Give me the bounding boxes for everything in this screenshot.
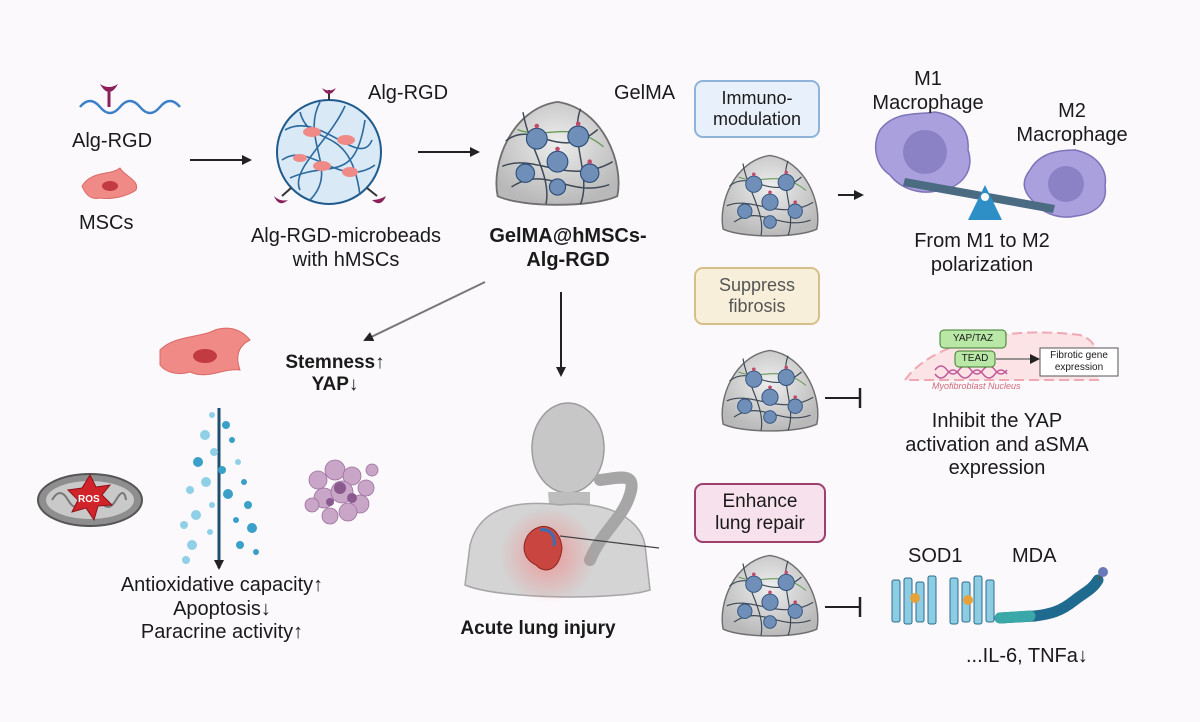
fibrotic-gene-label: Fibrotic gene expression xyxy=(1050,350,1108,373)
secretion-dot xyxy=(218,466,226,474)
immunomodulation-box: Immuno-modulation xyxy=(694,80,820,138)
secretion-dot xyxy=(222,421,230,429)
acute-lung-injury-label: Acute lung injury xyxy=(460,618,616,639)
secretion-dot xyxy=(244,501,252,509)
secretion-dot xyxy=(182,556,190,564)
m1-macrophage-icon xyxy=(874,111,971,193)
nucleus-label: Myofibroblast Nucleus xyxy=(932,381,1021,391)
enhance-box-line-2: lung repair xyxy=(715,513,805,534)
gel-immuno-icon xyxy=(721,154,819,237)
sod1-label: SOD1 xyxy=(908,545,963,567)
microbead-icon xyxy=(274,88,386,205)
effects-list: Antioxidative capacity↑ Apoptosis↓ Parac… xyxy=(121,574,323,645)
gelma-caption: GelMA@hMSCs- Alg-RGD xyxy=(489,225,646,272)
secretion-dot xyxy=(236,541,244,549)
mscs-label: MSCs xyxy=(79,212,134,234)
seesaw-icon xyxy=(903,178,1055,220)
secretion-dots-icon xyxy=(180,412,259,564)
bead-caption-line-2: with hMSCs xyxy=(292,248,400,271)
gel-repair-icon xyxy=(721,554,819,637)
gel-fibrosis-icon xyxy=(721,349,819,432)
secretion-dot xyxy=(180,521,188,529)
secretion-dot xyxy=(191,510,201,520)
secretion-dot xyxy=(210,448,218,456)
secretion-dot xyxy=(200,430,210,440)
sod1-protein-icon xyxy=(891,575,995,625)
secretion-dot xyxy=(201,477,211,487)
yap-text: YAP↓ xyxy=(311,374,359,396)
effect-paracrine: Paracrine activity↑ xyxy=(140,621,304,644)
tead-label: TEAD xyxy=(961,353,989,364)
secretion-dot xyxy=(186,486,194,494)
gelma-label: GelMA xyxy=(614,82,676,104)
patient-figure-icon xyxy=(464,402,651,603)
polarization-line-2: polarization xyxy=(930,253,1034,276)
fibrotic-gene-line-1: Fibrotic gene xyxy=(1050,350,1108,361)
apoptotic-body-icon xyxy=(304,459,379,525)
polarization-text: From M1 to M2 polarization xyxy=(914,230,1050,277)
secretion-dot xyxy=(187,540,197,550)
secretion-dot xyxy=(233,517,239,523)
secretion-dot xyxy=(247,523,257,533)
m1-label-line-2: Macrophage xyxy=(872,91,984,114)
m2-label-line-1: M2 xyxy=(1058,100,1086,122)
inhibit-yap-text: Inhibit the YAP activation and aSMA expr… xyxy=(905,410,1088,481)
immuno-box-line-2: modulation xyxy=(712,109,802,129)
polarization-line-1: From M1 to M2 xyxy=(914,230,1050,252)
secretion-dot xyxy=(253,549,259,555)
suppress-box-line-2: fibrosis xyxy=(728,296,786,316)
stemness-yap-text: Stemness↑ YAP↓ xyxy=(285,352,384,397)
immuno-box-line-1: Immuno- xyxy=(721,88,793,109)
m2-macrophage-label: M2 Macrophage xyxy=(1016,100,1127,147)
inhibit-line-3: expression xyxy=(948,457,1046,480)
fibrotic-gene-line-2: expression xyxy=(1054,361,1104,373)
ros-label: ROS xyxy=(78,494,100,505)
secretion-dot xyxy=(193,457,203,467)
mda-label: MDA xyxy=(1012,545,1057,567)
effect-antioxidative: Antioxidative capacity↑ xyxy=(120,574,324,596)
m2-label-line-2: Macrophage xyxy=(1016,123,1128,146)
gelma-hydrogel-icon xyxy=(495,100,620,206)
cytokines-text: ...IL-6, TNFa↓ xyxy=(966,645,1088,667)
m1-label-line-1: M1 xyxy=(914,68,942,90)
secretion-dot xyxy=(209,412,215,418)
enhance-box-line-1: Enhance xyxy=(722,491,798,513)
gelma-caption-line-2: Alg-RGD xyxy=(526,248,610,271)
effect-apoptosis: Apoptosis↓ xyxy=(173,597,271,620)
m2-macrophage-icon xyxy=(1023,149,1107,218)
myofibroblast-nucleus-icon xyxy=(903,329,1119,381)
polymer-strand-icon xyxy=(79,99,181,115)
secretion-dot xyxy=(207,529,213,535)
bead-caption: Alg-RGD-microbeads with hMSCs xyxy=(251,225,441,272)
secretion-dot xyxy=(209,502,215,508)
secretion-dot xyxy=(229,437,235,443)
stemness-text: Stemness↑ xyxy=(285,352,385,373)
bead-top-label: Alg-RGD xyxy=(368,82,449,104)
suppress-box-line-1: Suppress xyxy=(718,275,796,296)
secretion-dot xyxy=(223,489,233,499)
secretion-dot xyxy=(235,459,241,465)
yap-taz-label: YAP/TAZ xyxy=(952,333,994,344)
gelma-caption-line-1: GelMA@hMSCs- xyxy=(489,225,647,247)
inhibit-line-1: Inhibit the YAP xyxy=(931,410,1063,432)
secretion-dot xyxy=(241,479,247,485)
alg-rgd-label: Alg-RGD xyxy=(72,130,153,152)
inhibit-line-2: activation and aSMA xyxy=(905,433,1089,456)
bead-caption-line-1: Alg-RGD-microbeads xyxy=(250,225,442,247)
rgd-ligand-icon xyxy=(100,84,118,92)
m1-macrophage-label: M1 Macrophage xyxy=(872,68,983,115)
mitochondria-icon xyxy=(37,473,143,527)
mda-molecule-icon xyxy=(994,567,1108,624)
